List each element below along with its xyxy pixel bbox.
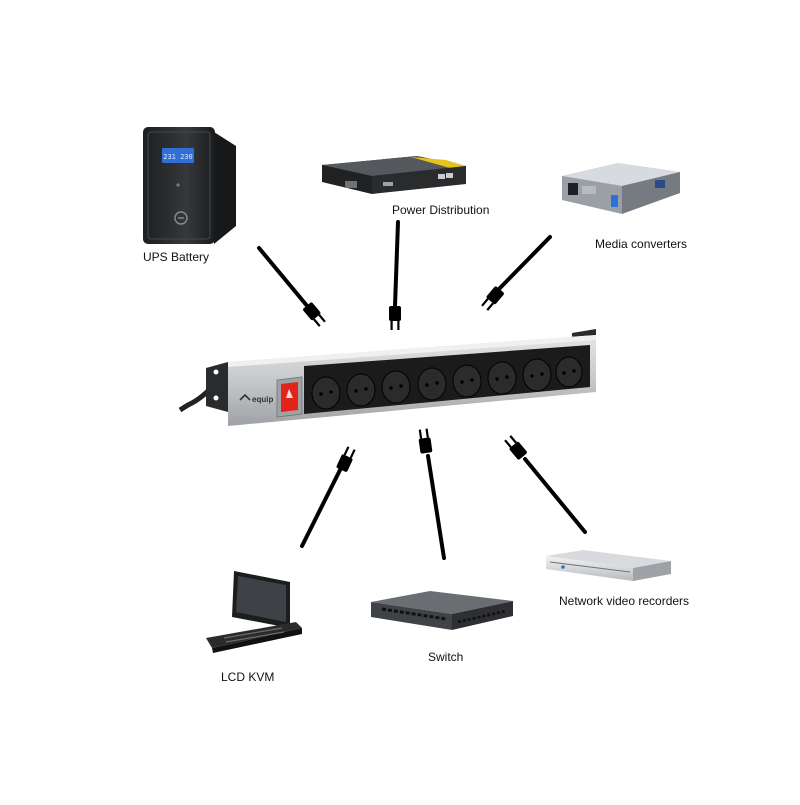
socket-1 <box>311 376 341 410</box>
plug-icon <box>389 306 401 330</box>
label-lcd-kvm: LCD KVM <box>221 670 275 684</box>
cable-lcd-kvm <box>300 445 357 548</box>
ups-logo-icon <box>174 211 188 225</box>
power-strip: equip <box>178 329 596 426</box>
label-power-distribution: Power Distribution <box>392 203 490 217</box>
cable-nvr <box>503 434 587 534</box>
nvr-device <box>546 550 671 581</box>
ups-lcd-screen <box>162 148 194 163</box>
cable-media-converters <box>480 235 552 312</box>
ups-display-text: 231 230 <box>163 153 193 161</box>
socket-3 <box>381 370 411 404</box>
socket-7 <box>522 358 552 392</box>
media-converter-device <box>562 163 680 214</box>
socket-panel <box>304 345 590 414</box>
cable-power-distribution <box>389 220 401 330</box>
lcd-kvm-device <box>206 571 302 653</box>
pdu-brand-label: equip <box>252 395 273 404</box>
label-media-converters: Media converters <box>595 237 688 251</box>
socket-5 <box>452 364 482 398</box>
label-switch: Switch <box>428 650 464 664</box>
pdu-logo-icon: equip <box>239 393 273 404</box>
mounting-bracket-left <box>206 362 228 412</box>
label-network-video-recorders: Network video recorders <box>559 594 690 608</box>
socket-6 <box>487 361 517 395</box>
cable-ups <box>257 246 327 328</box>
switch-device <box>371 591 513 630</box>
socket-2 <box>346 373 376 407</box>
power-distribution-device <box>322 156 466 194</box>
socket-8 <box>555 356 583 388</box>
ups-battery: 231 230 <box>143 127 236 244</box>
plug-icon <box>417 428 433 454</box>
cable-switch <box>417 428 446 560</box>
socket-4 <box>417 367 447 401</box>
pdu-warning-label <box>411 157 466 168</box>
plug-icon <box>335 445 357 473</box>
label-ups-battery: UPS Battery <box>143 250 210 264</box>
plug-icon <box>503 434 528 461</box>
